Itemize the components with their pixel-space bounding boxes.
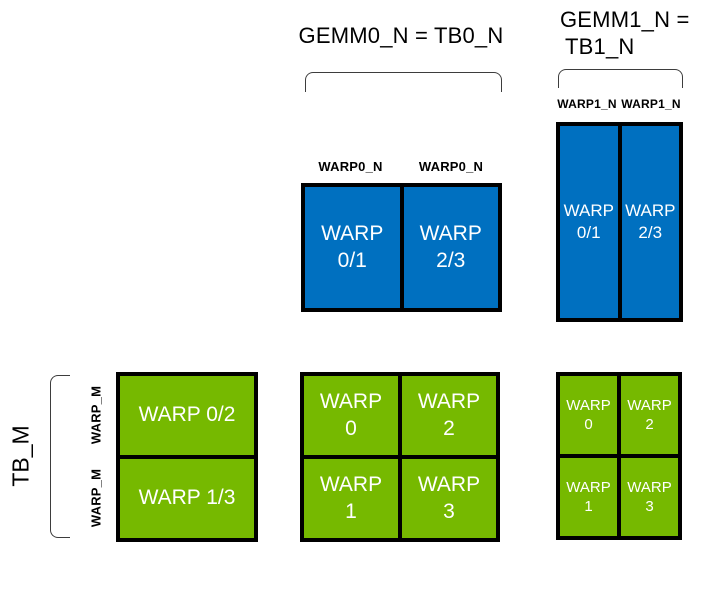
- warp-cell-1: WARP 1: [560, 458, 617, 536]
- gemm0-n-extent-bracket: [305, 72, 502, 92]
- warp-cell-label: WARP: [319, 389, 383, 413]
- warp-cell-label: WARP: [627, 396, 672, 414]
- warp-cell-label: 0/1: [576, 223, 601, 242]
- warp-cell-3: WARP 3: [402, 459, 496, 538]
- gemm1-n-label-line2: TB1_N: [565, 34, 635, 59]
- tb-m-label: TB_M: [7, 425, 34, 487]
- warp-cell-label: 3: [645, 498, 654, 515]
- warp-cell-label: WARP: [319, 472, 383, 496]
- gemm1-accumulator-block: WARP 0/1 WARP 2/3: [556, 122, 683, 322]
- warp-cell-label: WARP: [321, 221, 384, 245]
- warp1-n-label-left: WARP1_N: [557, 97, 617, 111]
- gemm1-n-label: GEMM1_N = TB1_N: [560, 6, 720, 60]
- warp-cell-label: 2: [645, 416, 654, 433]
- warp-cell-label: 1: [584, 498, 593, 515]
- warp-cell-label: 2/3: [436, 248, 466, 272]
- warp-cell-0: WARP 0: [560, 376, 617, 454]
- gemm1-warp-tile-block: WARP 0 WARP 2 WARP 1 WARP 3: [556, 372, 682, 540]
- warp-cell-label: 0/1: [337, 248, 367, 272]
- gemm0-n-label: GEMM0_N = TB0_N: [298, 23, 504, 48]
- warp-cell-label: 3: [443, 499, 455, 523]
- warp-cell-0: WARP 0: [304, 376, 398, 455]
- warp-cell-0-1: WARP 0/1: [560, 126, 618, 318]
- warp-cell-0-2: WARP 0/2: [120, 376, 254, 455]
- warp0-n-label-left: WARP0_N: [318, 159, 383, 174]
- gemm1-n-extent-bracket: [558, 69, 683, 88]
- warp-cell-0-1: WARP 0/1: [305, 187, 400, 308]
- warp-cell-2: WARP 2: [402, 376, 496, 455]
- warp-cell-label: WARP: [627, 478, 672, 496]
- warp-cell-label: WARP: [566, 396, 611, 414]
- warp-cell-1: WARP 1: [304, 459, 398, 538]
- operand-a-block: WARP 0/2 WARP 1/3: [116, 372, 258, 542]
- warp-m-label-bottom: WARP_M: [88, 468, 104, 528]
- warp-cell-label: 0: [584, 416, 593, 433]
- warp-cell-label: WARP: [566, 478, 611, 496]
- tb-m-extent-bracket: [50, 375, 70, 538]
- warp-cell-label: WARP: [563, 201, 614, 221]
- warp-cell-label: WARP: [419, 221, 482, 245]
- warp-cell-label: WARP: [417, 389, 481, 413]
- warp-m-label-top: WARP_M: [88, 385, 104, 445]
- warp-cell-label: WARP: [625, 201, 676, 221]
- gemm0-warp-tile-block: WARP 0 WARP 2 WARP 1 WARP 3: [300, 372, 500, 542]
- warp-cell-2: WARP 2: [621, 376, 678, 454]
- warp-cell-3: WARP 3: [621, 458, 678, 536]
- warp-cell-label: 0: [345, 416, 357, 440]
- warp-cell-label: 2: [443, 416, 455, 440]
- warp-cell-label: 1: [345, 499, 357, 523]
- warp-cell-1-3: WARP 1/3: [120, 459, 254, 538]
- warp-cell-2-3: WARP 2/3: [621, 126, 679, 318]
- warp-cell-label: WARP 1/3: [138, 486, 236, 510]
- warp-cell-label: 2/3: [638, 223, 663, 242]
- gemm0-accumulator-block: WARP 0/1 WARP 2/3: [301, 183, 502, 312]
- warp-cell-label: WARP 0/2: [138, 403, 236, 427]
- gemm1-n-label-line1: GEMM1_N =: [560, 7, 690, 32]
- warp1-n-label-right: WARP1_N: [621, 97, 681, 111]
- warp0-n-label-right: WARP0_N: [418, 159, 484, 174]
- warp-cell-2-3: WARP 2/3: [403, 187, 498, 308]
- warp-cell-label: WARP: [417, 472, 481, 496]
